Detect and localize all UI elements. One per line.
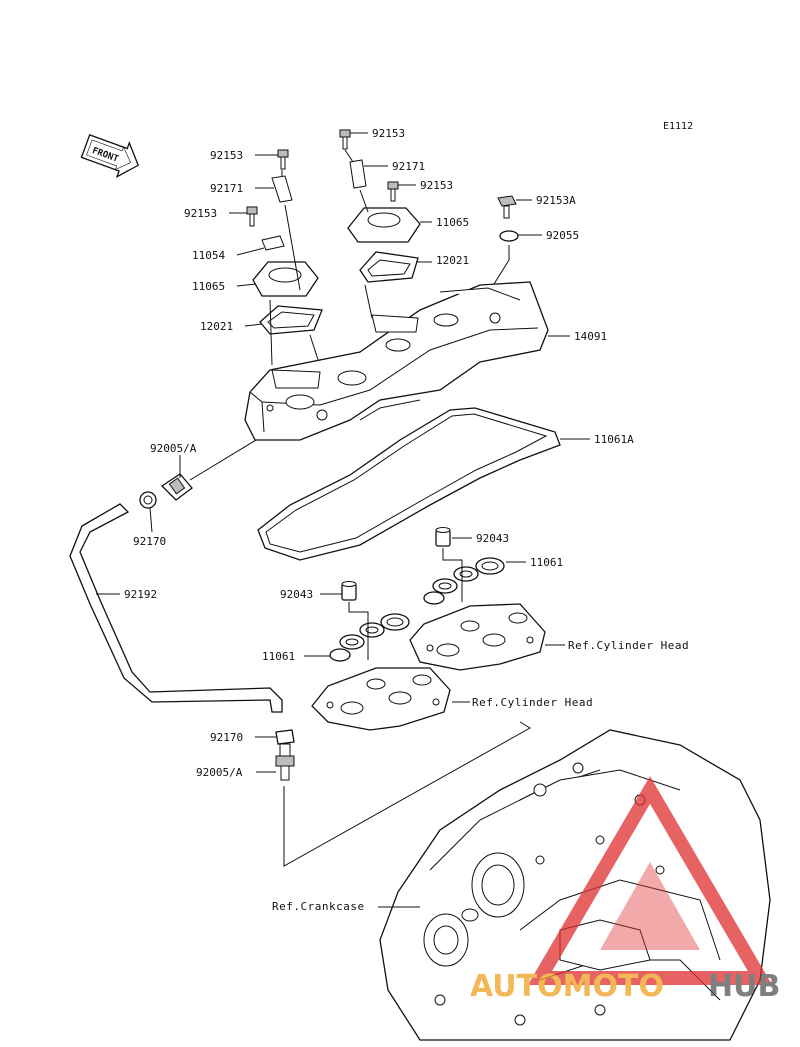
o-rings-11061-icon: [423, 557, 505, 605]
cylinder-head-cover-14091: [244, 281, 549, 441]
cap-11065-icon: [252, 261, 319, 297]
front-arrow-icon: FRONT: [80, 133, 140, 179]
fitting-92005Ab-icon: [275, 743, 295, 781]
bolt-92153d-icon: [387, 181, 399, 202]
watermark-triangle-icon: [527, 776, 773, 985]
label-92153-d: 92153: [420, 179, 453, 192]
gasket-11061A-icon: [257, 407, 561, 561]
label-92171-b: 92171: [392, 160, 425, 173]
watermark-text-automoto: AUTOMOTO: [470, 969, 664, 1004]
label-92005A-b: 92005/A: [196, 766, 243, 779]
bolt-92153-icon: [277, 149, 289, 170]
cylinder-head-upper: [409, 603, 546, 671]
cap-92043-icon: [435, 527, 451, 547]
crankcase: [379, 729, 771, 1041]
label-92171-a: 92171: [210, 182, 243, 195]
bolt-92153b-icon: [246, 206, 258, 227]
label-92170-a: 92170: [133, 535, 166, 548]
ref-crankcase: Ref.Crankcase: [272, 900, 365, 913]
washer-92055-icon: [499, 230, 519, 242]
clamp-92170b-icon: [275, 729, 295, 745]
label-11065-b: 11065: [436, 216, 469, 229]
label-11065-a: 11065: [192, 280, 225, 293]
label-12021-a: 12021: [200, 320, 233, 333]
label-92043-a: 92043: [476, 532, 509, 545]
watermark-text-hub: HUB: [708, 969, 780, 1004]
o-rings-11061b-icon: [329, 613, 410, 662]
bolt-92153c-icon: [339, 129, 351, 150]
watermark-logo: AUTOMOTO HUB: [470, 776, 780, 1004]
label-92153-b: 92153: [184, 207, 217, 220]
label-11061-a: 11061: [530, 556, 563, 569]
ref-cylinder-head-b: Ref.Cylinder Head: [472, 696, 593, 709]
label-92170-b: 92170: [210, 731, 243, 744]
bolt-92153A-icon: [497, 195, 517, 219]
label-12021-b: 12021: [436, 254, 469, 267]
cylinder-head-lower: [311, 667, 451, 731]
gasket-12021b-icon: [359, 251, 419, 283]
label-92153-a: 92153: [210, 149, 243, 162]
bracket-92171-icon: [271, 175, 293, 203]
clip-11054-icon: [261, 235, 285, 251]
label-92153A: 92153A: [536, 194, 576, 207]
cap-92043b-icon: [341, 581, 357, 601]
label-14091: 14091: [574, 330, 607, 343]
label-11054: 11054: [192, 249, 225, 262]
label-92153-c: 92153: [372, 127, 405, 140]
label-92055: 92055: [546, 229, 579, 242]
fitting-92005A-icon: [160, 473, 193, 501]
label-11061A: 11061A: [594, 433, 634, 446]
label-92192: 92192: [124, 588, 157, 601]
clamp-92170-icon: [139, 491, 157, 509]
gasket-12021-icon: [259, 305, 323, 335]
label-11061-b: 11061: [262, 650, 295, 663]
diagram-code: E1112: [663, 121, 693, 132]
cap-11065b-icon: [347, 207, 421, 243]
hose-92192-icon: [69, 503, 283, 713]
ref-cylinder-head-a: Ref.Cylinder Head: [568, 639, 689, 652]
label-92043-b: 92043: [280, 588, 313, 601]
bracket-92171b-icon: [349, 159, 367, 189]
label-92005A-a: 92005/A: [150, 442, 197, 455]
